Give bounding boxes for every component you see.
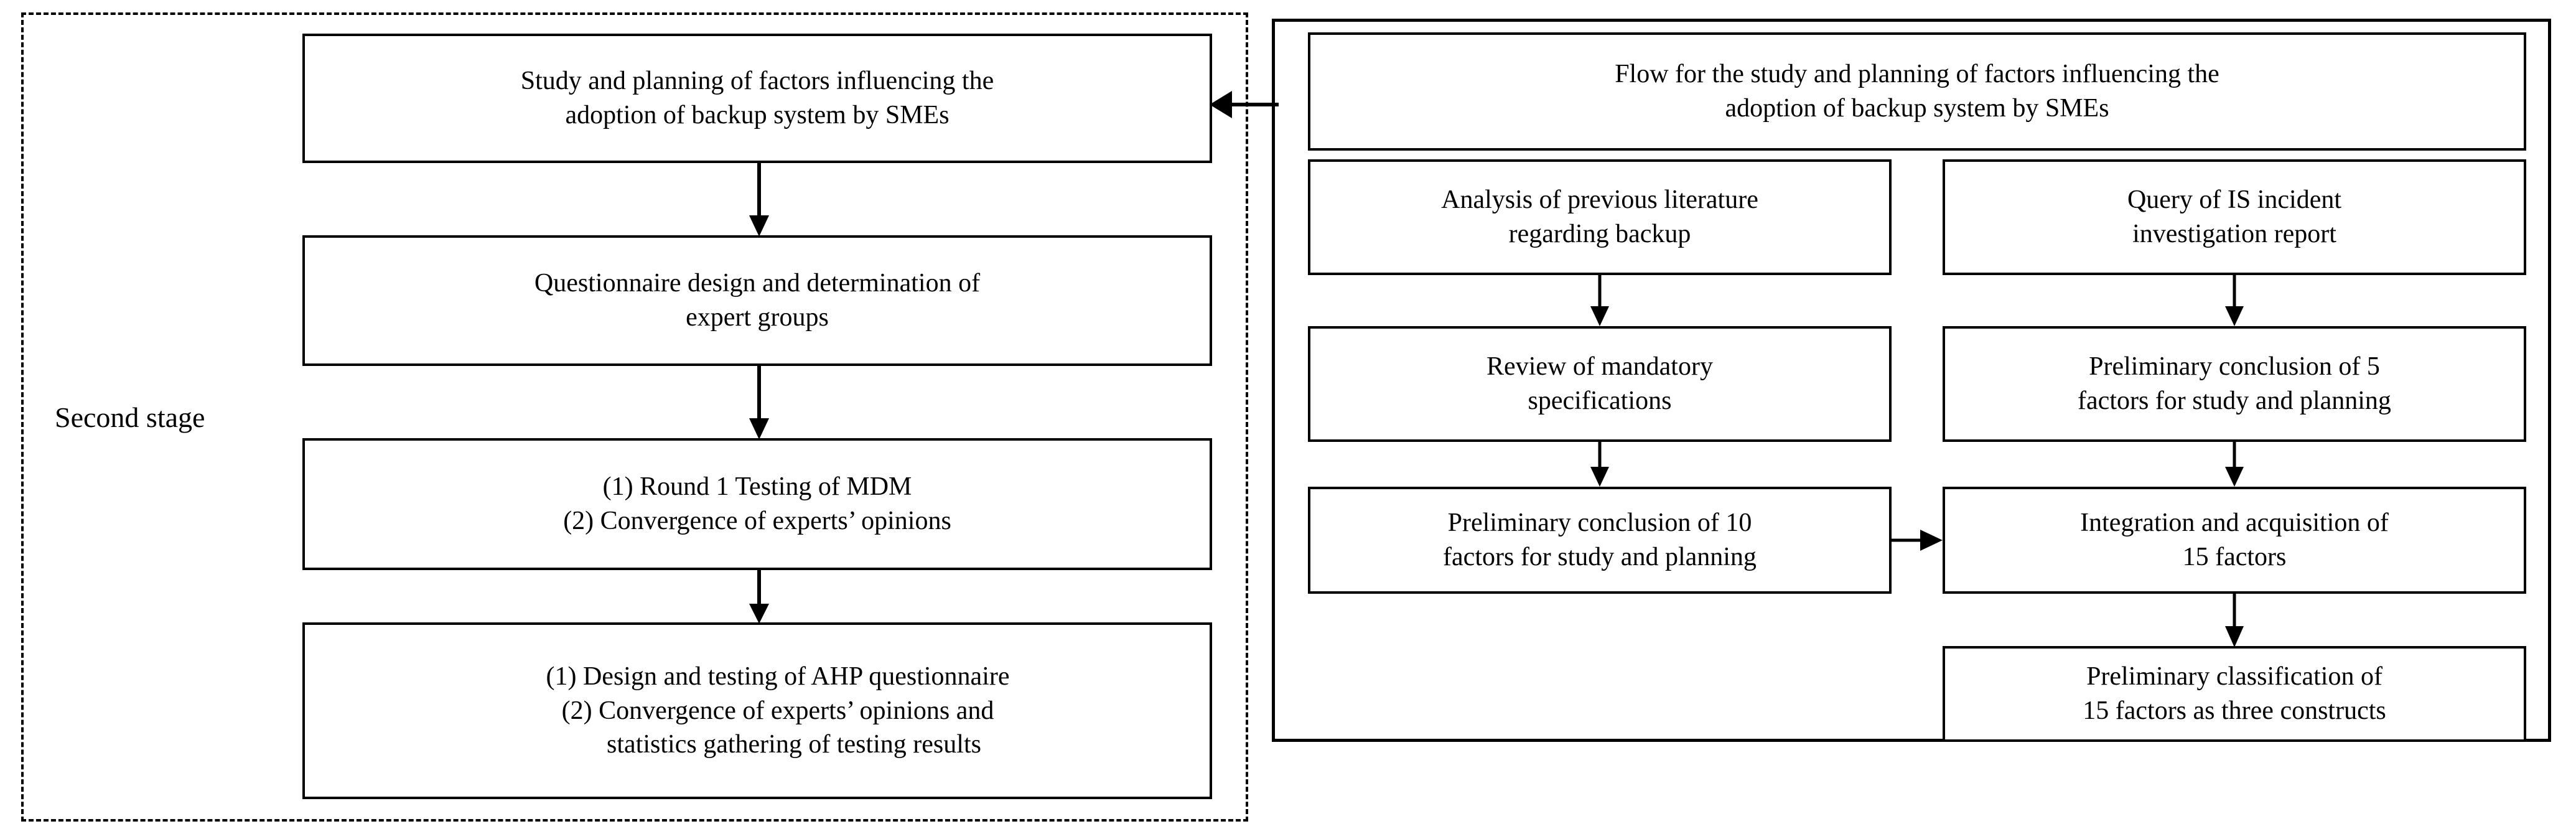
node-line: 15 factors as three constructs bbox=[2083, 696, 2386, 725]
node-line: expert groups bbox=[686, 303, 829, 332]
connector-query-to-prelim5 bbox=[2217, 275, 2252, 326]
node-ahp-questionnaire: (1) Design and testing of AHP questionna… bbox=[302, 622, 1212, 799]
node-line: Study and planning of factors influencin… bbox=[520, 67, 994, 96]
node-line: adoption of backup system by SMEs bbox=[1725, 94, 2109, 123]
node-line: factors for study and planning bbox=[2078, 387, 2391, 415]
node-query-is-incident: Query of IS incident investigation repor… bbox=[1943, 159, 2526, 275]
node-line: (1) Round 1 Testing of MDM bbox=[602, 472, 912, 502]
node-prelim-5-factors: Preliminary conclusion of 5 factors for … bbox=[1943, 326, 2526, 442]
node-line: Preliminary classification of bbox=[2086, 662, 2382, 691]
connector-prelim10-to-integration bbox=[1892, 522, 1945, 559]
node-line: Review of mandatory bbox=[1486, 352, 1713, 382]
connector-prelim5-to-integration bbox=[2217, 442, 2252, 487]
node-analysis-literature: Analysis of previous literature regardin… bbox=[1308, 159, 1892, 275]
node-prelim-10-factors: Preliminary conclusion of 10 factors for… bbox=[1308, 487, 1892, 594]
connector-round1-to-ahp bbox=[740, 570, 778, 624]
node-line: factors for study and planning bbox=[1443, 543, 1757, 571]
connector-review-to-prelim10 bbox=[1582, 442, 1617, 487]
connector-questionnaire-to-round1 bbox=[740, 366, 778, 439]
second-stage-panel bbox=[21, 12, 1248, 822]
node-line: specifications bbox=[1528, 387, 1672, 415]
node-integration-15-factors: Integration and acquisition of 15 factor… bbox=[1943, 487, 2526, 594]
connector-integration-to-classification bbox=[2217, 594, 2252, 647]
node-line: adoption of backup system by SMEs bbox=[565, 101, 950, 129]
node-line: Query of IS incident bbox=[2127, 185, 2342, 215]
flow-panel bbox=[1272, 19, 2551, 742]
node-questionnaire-design: Questionnaire design and determination o… bbox=[302, 235, 1212, 366]
node-flow-header: Flow for the study and planning of facto… bbox=[1308, 32, 2526, 151]
connector-study-to-questionnaire bbox=[740, 163, 778, 237]
node-line: regarding backup bbox=[1508, 220, 1691, 248]
node-line: (2) Convergence of experts’ opinions bbox=[563, 507, 951, 535]
node-line: investigation report bbox=[2132, 220, 2336, 248]
node-line: Preliminary conclusion of 5 bbox=[2089, 352, 2380, 382]
connector-analysis-to-review bbox=[1582, 275, 1617, 326]
node-line: Flow for the study and planning of facto… bbox=[1615, 60, 2219, 89]
node-review-specifications: Review of mandatory specifications bbox=[1308, 326, 1892, 442]
node-line: 15 factors bbox=[2182, 543, 2287, 571]
node-line: Integration and acquisition of bbox=[2080, 508, 2389, 538]
node-line: Preliminary conclusion of 10 bbox=[1447, 508, 1752, 538]
second-stage-label: Second stage bbox=[55, 401, 205, 433]
node-round1-mdm: (1) Round 1 Testing of MDM (2) Convergen… bbox=[302, 438, 1212, 570]
node-line: (2) Convergence of experts’ opinions and bbox=[561, 696, 994, 725]
node-prelim-classification: Preliminary classification of 15 factors… bbox=[1943, 646, 2526, 742]
node-line: (1) Design and testing of AHP questionna… bbox=[546, 662, 1010, 691]
node-line: Analysis of previous literature bbox=[1441, 185, 1758, 215]
connector-rightpanel-to-study bbox=[1201, 80, 1279, 129]
node-study-planning: Study and planning of factors influencin… bbox=[302, 34, 1212, 163]
node-line: Questionnaire design and determination o… bbox=[534, 269, 981, 298]
node-line: statistics gathering of testing results bbox=[607, 730, 981, 759]
